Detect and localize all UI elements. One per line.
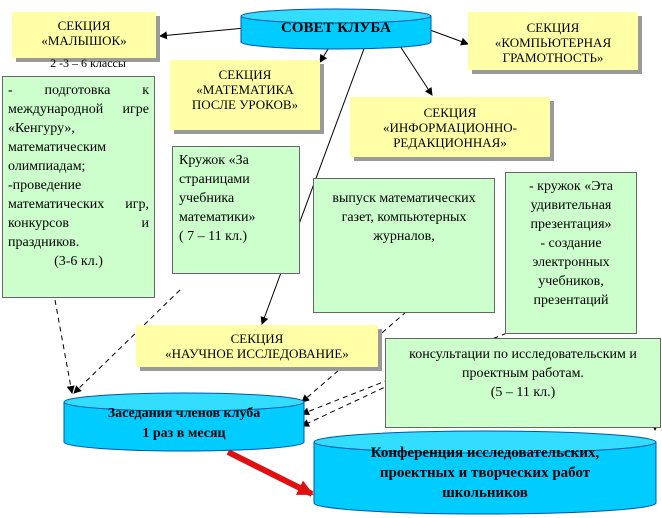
section-math: СЕКЦИЯ «МАТЕМАТИКА ПОСЛЕ УРОКОВ» bbox=[170, 60, 320, 130]
dash-malyshok-meetings bbox=[54, 299, 75, 394]
dash-research-meetings bbox=[301, 379, 401, 427]
note-malyshok-text: - подготовка к международной игре «Кенгу… bbox=[8, 83, 149, 250]
note-malyshok: - подготовка к международной игре «Кенгу… bbox=[2, 76, 155, 298]
arrow-council-info bbox=[399, 45, 433, 96]
note-malyshok-classes: (3-6 кл.) bbox=[54, 254, 103, 269]
dash-math-meetings bbox=[73, 289, 181, 394]
section-malyshok: СЕКЦИЯ «МАЛЫШОК» bbox=[12, 12, 156, 58]
council-title: СОВЕТ КЛУБА bbox=[281, 19, 391, 36]
section-computer: СЕКЦИЯ «КОМПЬЮТЕРНАЯ ГРАМОТНОСТЬ» bbox=[468, 12, 638, 70]
section-info: СЕКЦИЯ «ИНФОРМАЦИОННО- РЕДАКЦИОННАЯ» bbox=[350, 97, 550, 157]
red-arrow-meetings-conference bbox=[226, 449, 314, 497]
arrow-council-malyshok bbox=[159, 27, 246, 40]
note-research: консультации по исследовательским и прое… bbox=[385, 338, 661, 428]
dash-info-meetings bbox=[301, 299, 421, 403]
meetings-cylinder bbox=[63, 392, 305, 452]
section-malyshok-note: 2 -3 – 6 классы bbox=[50, 56, 126, 70]
meetings-text: Заседания членов клуба 1 раз в месяц bbox=[107, 406, 261, 441]
note-computer: - кружок «Эта удивительная презентация» … bbox=[505, 172, 637, 334]
council-cylinder bbox=[240, 8, 432, 50]
section-research: СЕКЦИЯ «НАУЧНОЕ ИССЛЕДОВАНИЕ» bbox=[136, 325, 378, 367]
note-math: Кружок «За страницами учебника математик… bbox=[172, 146, 300, 274]
note-info: выпуск математических газет, компьютерны… bbox=[313, 178, 495, 313]
arrow-council-computer bbox=[429, 29, 469, 46]
conference-cylinder bbox=[313, 430, 657, 515]
conference-text: Конференция исследовательских, проектных… bbox=[370, 445, 600, 501]
